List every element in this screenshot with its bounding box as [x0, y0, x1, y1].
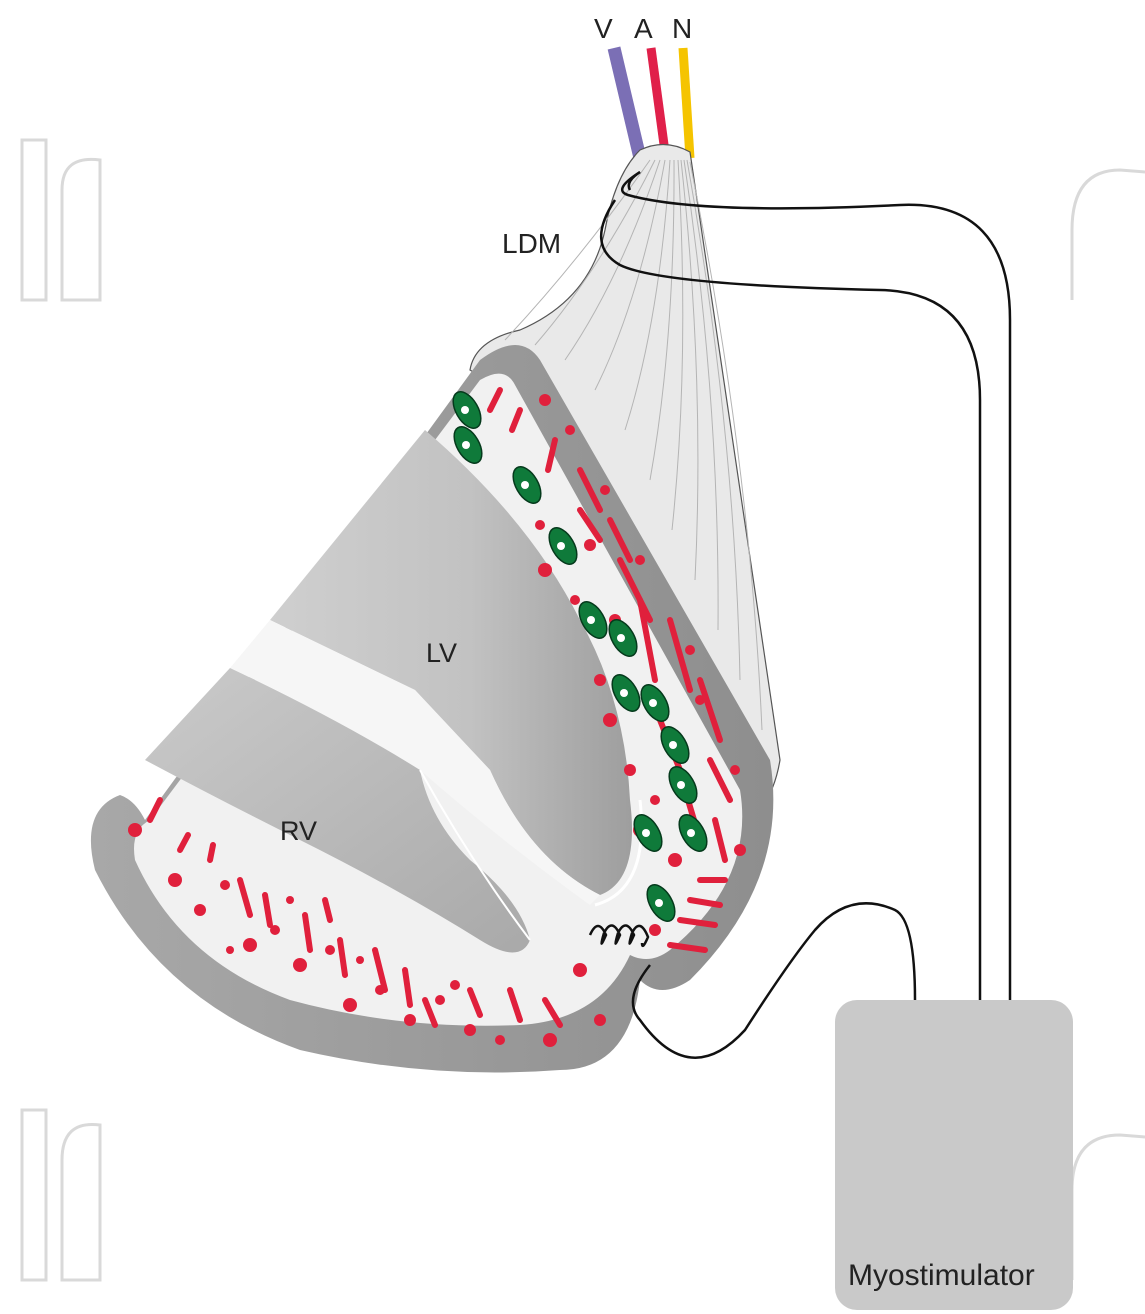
nerve-vessel	[683, 48, 690, 158]
label-lv: LV	[426, 638, 457, 668]
label-nerve: N	[672, 13, 692, 44]
label-vein: V	[594, 13, 613, 44]
artery-vessel	[651, 48, 665, 152]
label-artery: A	[634, 13, 653, 44]
vein-vessel	[614, 48, 640, 158]
label-myostimulator: Myostimulator	[848, 1259, 1035, 1292]
label-ldm: LDM	[502, 228, 561, 259]
label-rv: RV	[280, 816, 317, 846]
neurovascular-pedicle	[614, 48, 690, 158]
